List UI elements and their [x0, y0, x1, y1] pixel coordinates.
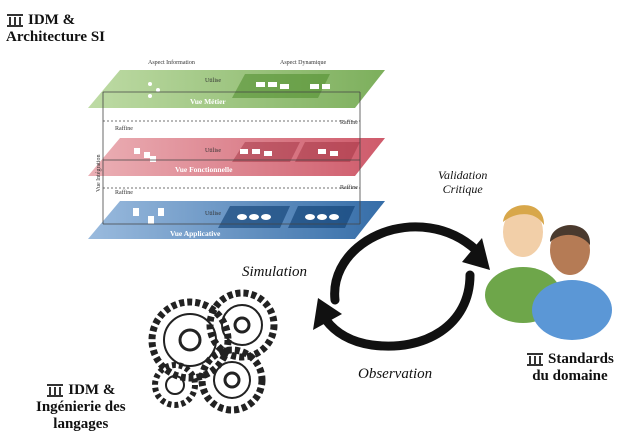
label-aspect-dynamique: Aspect Dynamique — [280, 60, 326, 66]
label-vue-integration: Vue Intégration — [96, 155, 102, 192]
label-raffine-1: Raffine — [115, 125, 133, 132]
label-utilise-3: Utilise — [205, 211, 221, 217]
label-raffine-3: Raffine — [115, 189, 133, 196]
pillar-icon — [46, 382, 64, 398]
label-simulation: Simulation — [242, 264, 308, 280]
label-utilise-1: Utilise — [205, 78, 221, 84]
label-raffine-4: Raffine — [340, 184, 358, 191]
label-vue-applicative: Vue Applicative — [170, 229, 221, 238]
pillar-icon — [6, 12, 24, 28]
title-idm-architecture: IDM & Architecture SI — [6, 12, 106, 45]
title-standards-domaine: Standards du domaine — [526, 351, 614, 385]
label-aspect-information: Aspect Information — [148, 59, 195, 66]
label-vue-fonctionnelle: Vue Fonctionnelle — [175, 165, 233, 174]
label-raffine-2: Raffine — [340, 119, 358, 126]
label-observation: Observation — [358, 366, 433, 382]
title-idm-langages: IDM & Ingénierie des langages — [36, 382, 126, 432]
label-vue-metier: Vue Métier — [190, 97, 226, 106]
label-validation-critique: Validation Critique — [438, 168, 488, 196]
label-utilise-2: Utilise — [205, 148, 221, 154]
pillar-icon — [526, 351, 544, 367]
layer-fonctionnelle — [88, 138, 385, 176]
